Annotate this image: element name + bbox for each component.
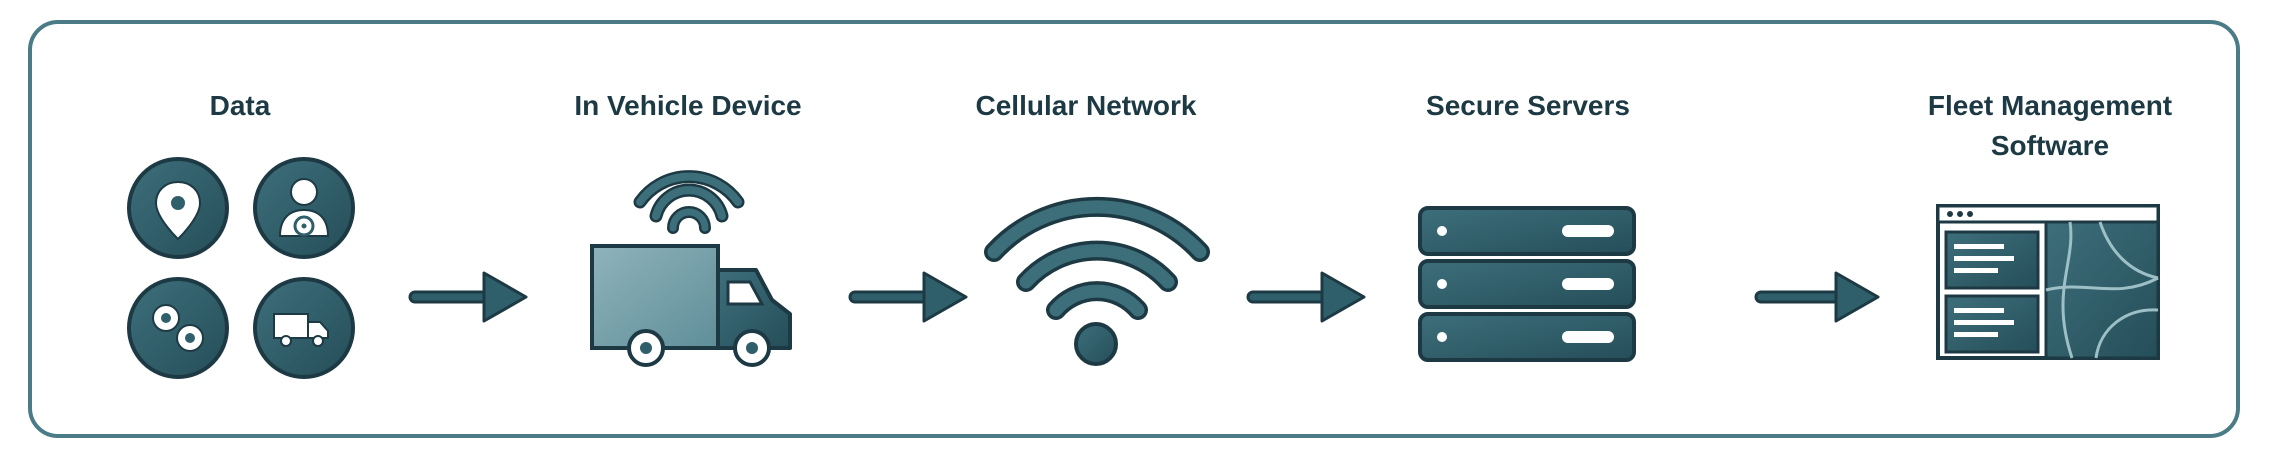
stage-label-data: Data [209,90,271,121]
arrow-icon [1754,271,1880,323]
truck-icon [590,244,792,367]
stage-label-servers: Secure Servers [1426,90,1630,121]
stage-label-network: Cellular Network [975,90,1197,121]
arrow-icon [1246,271,1366,323]
gears-icon [127,277,229,379]
arrow-icon [408,271,528,323]
arrow-icon [848,271,968,323]
server-rack-icon [1418,206,1636,362]
stage-label-device: In Vehicle Device [574,90,802,121]
driver-icon [253,157,355,259]
stage-label-fleet: Fleet Management Software [1927,90,2173,161]
wifi-signal-icon [633,170,745,234]
wifi-icon [984,196,1210,366]
diagram-frame [28,20,2240,438]
software-window-icon [1936,204,2160,360]
truck-icon [253,277,355,379]
location-pin-icon [127,157,229,259]
